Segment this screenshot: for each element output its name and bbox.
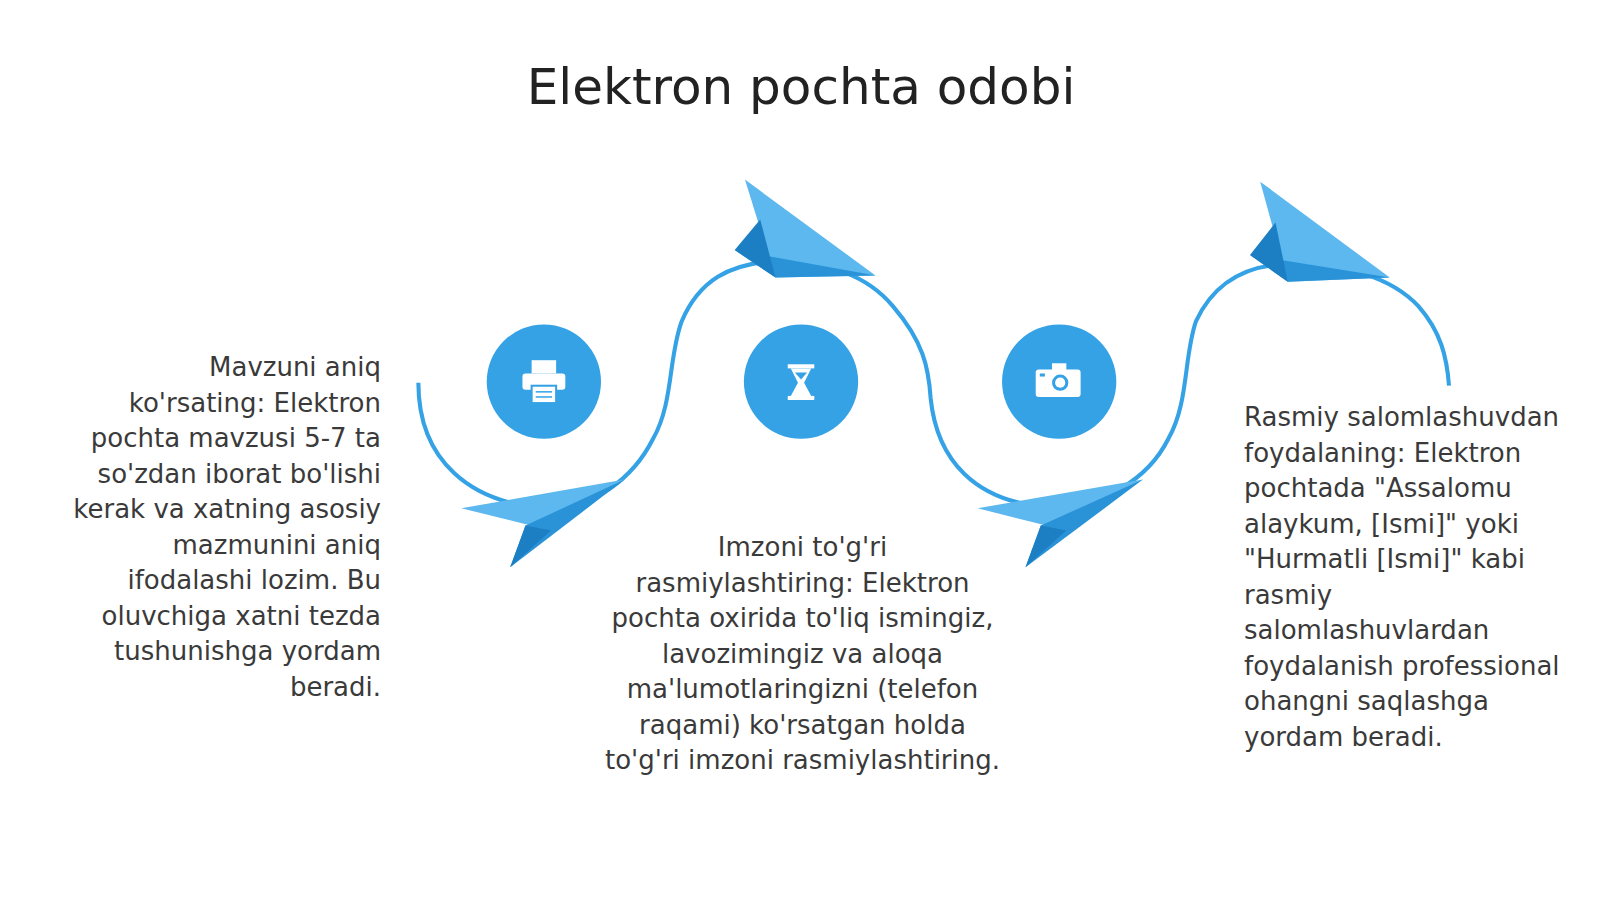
- slide-title: Elektron pochta odobi: [527, 58, 1076, 116]
- paper-plane: [735, 180, 876, 278]
- printer-icon: [487, 324, 601, 438]
- paper-plane: [978, 480, 1143, 568]
- step-description: Rasmiy salomlashuvdan foydalaning: Elekt…: [1244, 400, 1564, 755]
- paper-plane: [1250, 182, 1390, 282]
- paper-plane: [461, 480, 624, 568]
- camera-icon: [1002, 324, 1116, 438]
- wave-path: [418, 261, 1449, 508]
- step-description: Imzoni to'g'ri rasmiylashtiring: Elektro…: [605, 530, 1000, 779]
- step-description: Mavzuni aniq ko'rsating: Elektron pochta…: [66, 350, 381, 705]
- hourglass-icon: [744, 324, 858, 438]
